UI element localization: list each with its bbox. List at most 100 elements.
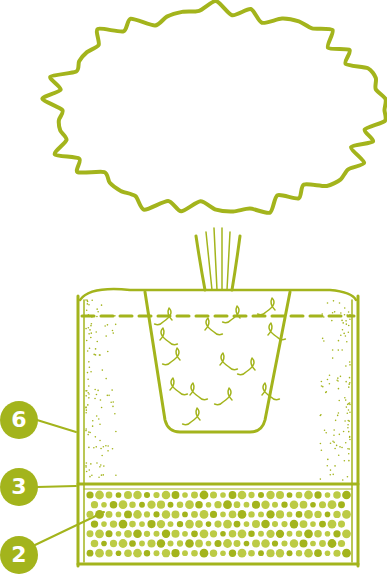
soil-dot (340, 334, 342, 336)
granule (244, 541, 250, 547)
granule (319, 501, 326, 508)
granule (252, 540, 260, 548)
soil-texture (85, 299, 351, 481)
soil-dot (335, 420, 337, 422)
granule (177, 501, 184, 508)
granule (139, 521, 145, 527)
granule (195, 540, 203, 548)
granule (162, 530, 170, 538)
soil-dot (89, 432, 91, 434)
soil-dot (349, 411, 351, 413)
soil-dot (330, 442, 332, 444)
soil-dot (347, 476, 349, 478)
granule (214, 501, 221, 508)
soil-dot (85, 395, 87, 397)
soil-dot (100, 464, 102, 466)
granule (314, 511, 321, 518)
trunk-strand (232, 236, 240, 290)
soil-dot (94, 398, 96, 400)
granule (86, 491, 93, 498)
soil-dot (334, 465, 336, 467)
root (163, 348, 180, 365)
soil-dot (348, 431, 350, 433)
planter-bottom (78, 563, 358, 566)
soil-dot (87, 404, 89, 406)
soil-dot (86, 390, 88, 392)
granule (153, 492, 159, 498)
granule (162, 510, 171, 519)
soil-dot (344, 314, 346, 316)
granule (91, 501, 98, 508)
soil-dot (86, 409, 88, 411)
soil-dot (348, 403, 350, 405)
soil-dot (86, 471, 88, 473)
soil-dot (85, 428, 87, 430)
tree-trunk (196, 228, 240, 290)
granule (296, 531, 302, 537)
granule (87, 530, 94, 537)
soil-dot (112, 330, 114, 332)
soil-dot (348, 325, 350, 327)
soil-dot (320, 478, 322, 480)
granule (157, 539, 165, 547)
soil-dot (111, 389, 113, 391)
granule (154, 550, 160, 556)
soil-dot (97, 311, 99, 313)
soil-dot (337, 415, 339, 417)
soil-dot (336, 379, 338, 381)
root (170, 378, 187, 395)
soil-dot (346, 323, 348, 325)
callout-number: 3 (0, 468, 38, 506)
granule (319, 521, 326, 528)
soil-dot (348, 311, 350, 313)
soil-dot (96, 316, 98, 318)
granule (172, 491, 180, 499)
granule (116, 512, 122, 518)
soil-dot (98, 418, 100, 420)
soil-dot (91, 316, 93, 318)
granule (105, 530, 112, 537)
granule (220, 512, 226, 518)
soil-dot (86, 309, 88, 311)
soil-dot (345, 365, 347, 367)
granule (119, 500, 128, 509)
soil-dot (88, 304, 90, 306)
soil-dot (333, 429, 335, 431)
soil-dot (92, 420, 94, 422)
granule (261, 539, 270, 548)
granule (110, 540, 117, 547)
soil-dot (95, 331, 97, 333)
granule (325, 492, 331, 498)
granule (185, 539, 194, 548)
soil-dot (87, 350, 89, 352)
soil-mound (80, 289, 356, 300)
granule (106, 511, 113, 518)
granule (281, 502, 287, 508)
granule (220, 550, 226, 556)
granule (276, 530, 284, 538)
granule (328, 539, 337, 548)
granule (200, 529, 209, 538)
granule (95, 510, 104, 519)
soil-dot (87, 372, 89, 374)
granule (287, 550, 293, 556)
soil-dot (330, 469, 332, 471)
granule (144, 511, 150, 517)
granule (105, 550, 112, 557)
soil-dot (88, 361, 90, 363)
soil-dot (100, 399, 102, 401)
filter-fabric (78, 483, 358, 486)
soil-dot (348, 420, 350, 422)
granule (244, 521, 250, 527)
soil-dot (95, 348, 97, 350)
granule (272, 540, 278, 546)
soil-dot (107, 450, 109, 452)
soil-dot (327, 302, 329, 304)
granule (310, 521, 316, 527)
granule (266, 510, 274, 518)
granule (333, 550, 340, 557)
granule (214, 540, 221, 547)
soil-dot (333, 300, 335, 302)
soil-dot (333, 442, 335, 444)
soil-dot (90, 325, 92, 327)
